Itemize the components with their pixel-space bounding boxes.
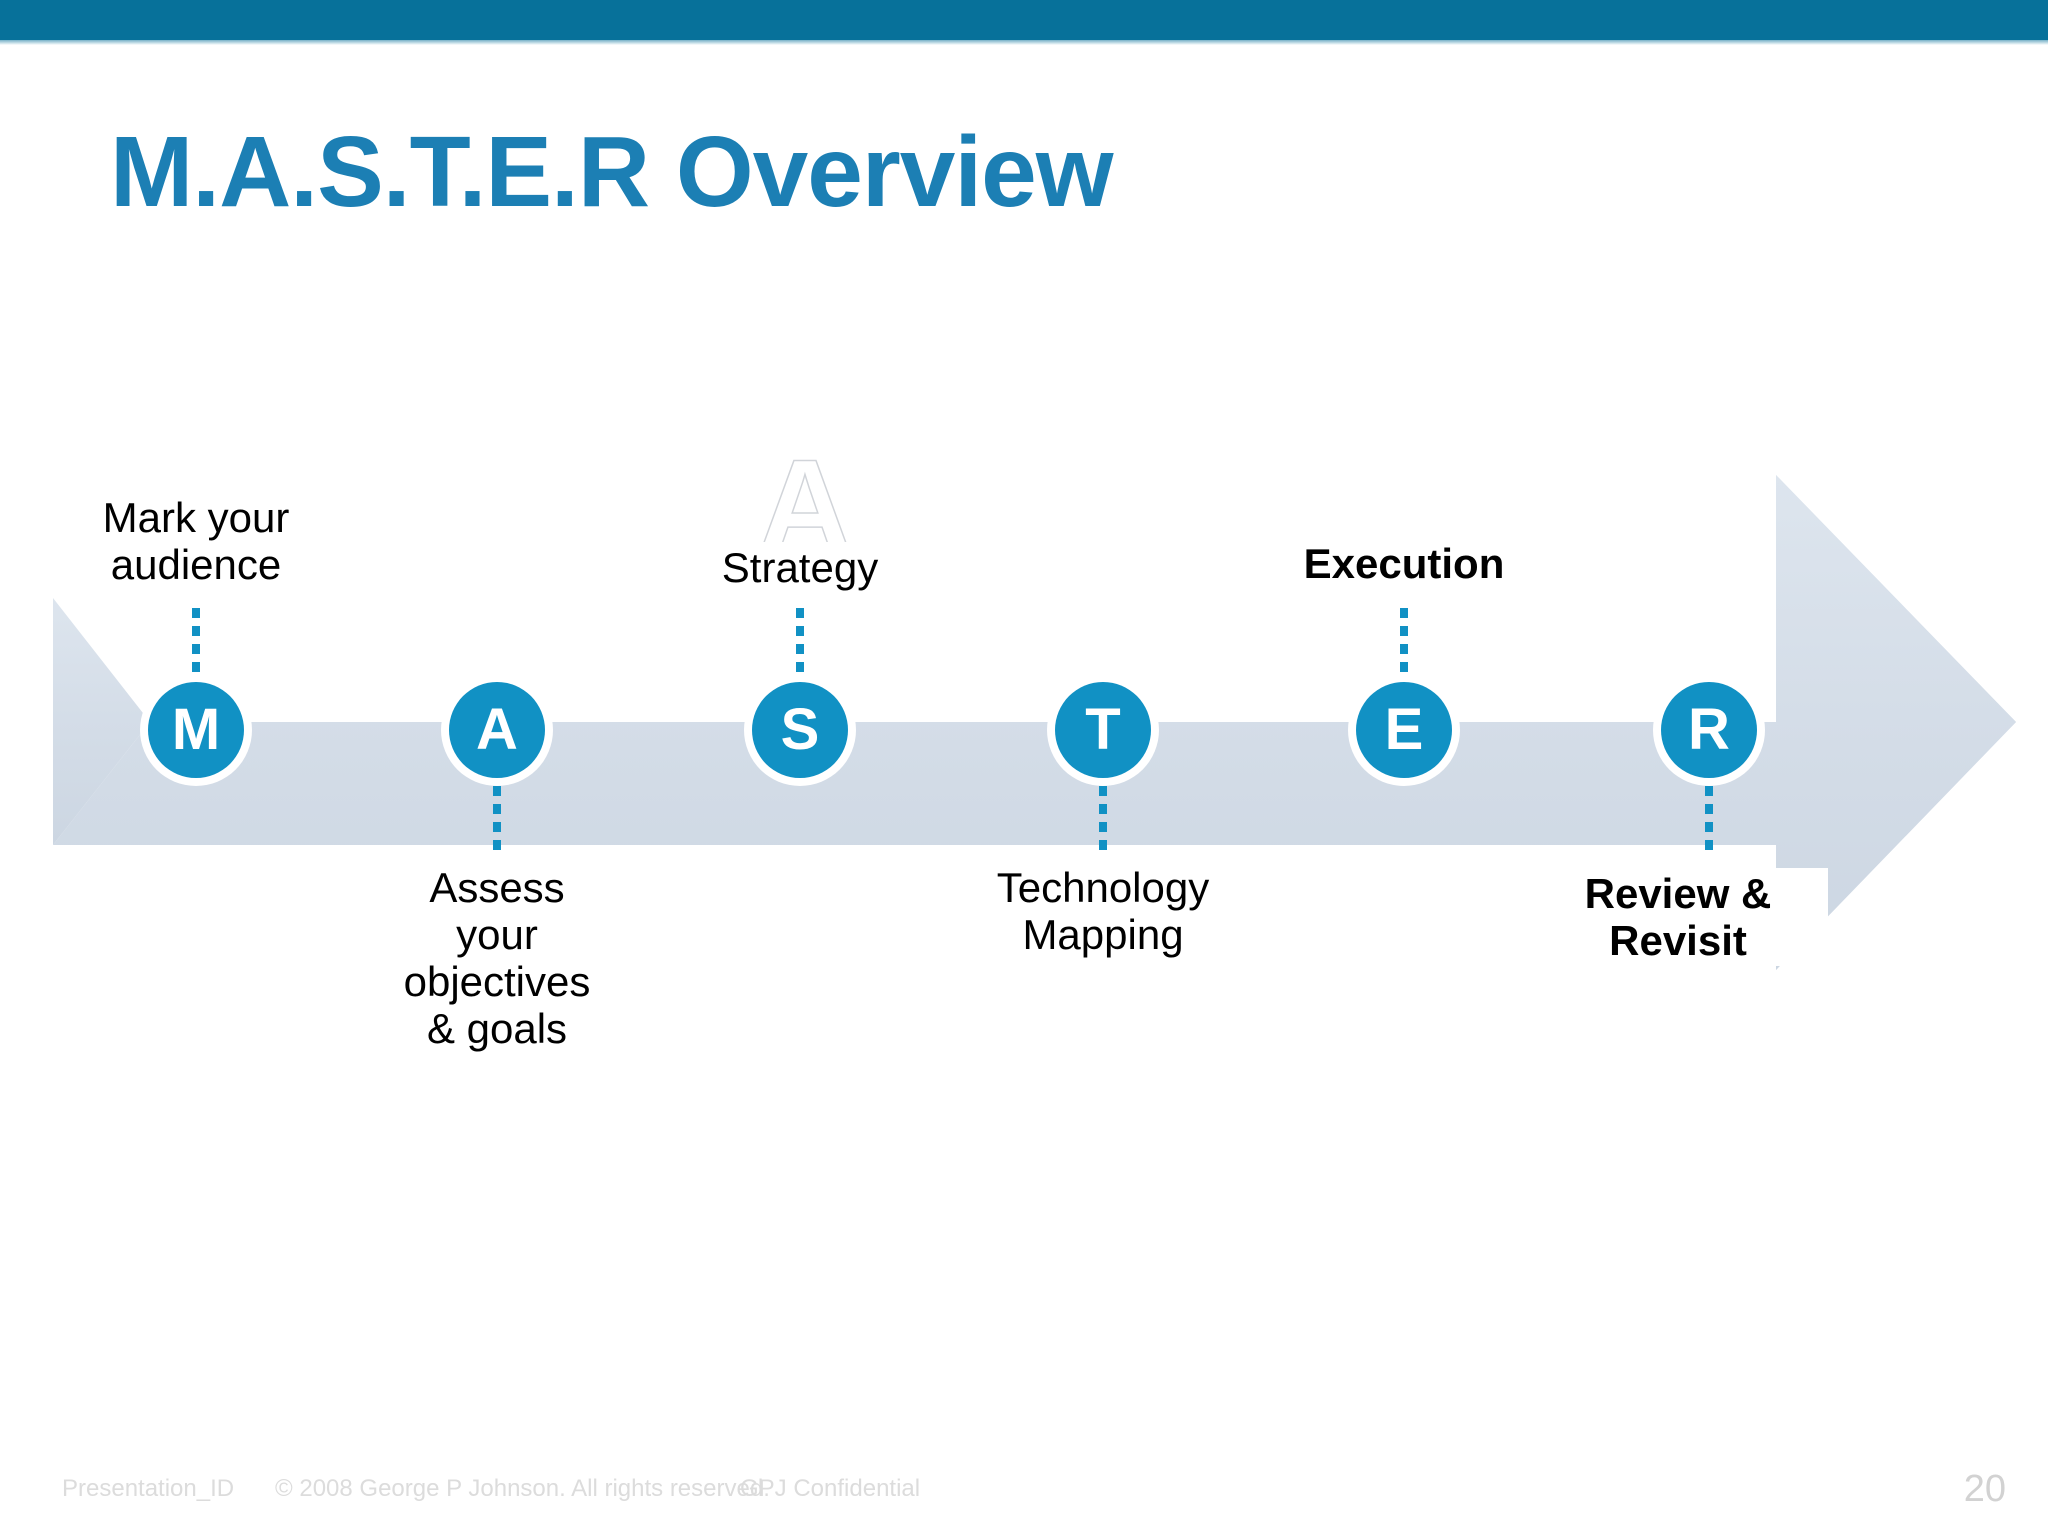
page-number: 20 <box>1963 1468 2006 1510</box>
step-label-m-line-1: Mark your <box>102 494 290 541</box>
step-label-a-line-3: objectives <box>403 958 591 1006</box>
page-title: M.A.S.T.E.R Overview <box>110 116 1114 228</box>
step-label-e: Execution <box>1244 538 1564 590</box>
footer-copyright: © 2008 George P Johnson. All rights rese… <box>275 1475 770 1502</box>
step-label-r-line-2: Revisit <box>1609 917 1747 965</box>
step-label-t: Technology Mapping <box>938 862 1268 961</box>
step-label-a: Assess your objectives & goals <box>337 862 657 1055</box>
step-circle-a[interactable]: A <box>449 682 545 778</box>
connector-line-t <box>1099 786 1107 858</box>
step-circle-r[interactable]: R <box>1661 682 1757 778</box>
arrow-shape-svg <box>53 475 2016 970</box>
connector-line-a <box>493 786 501 858</box>
step-label-m: Mark your audience <box>46 492 346 591</box>
slide-footer: Presentation_ID © 2008 George P Johnson.… <box>0 1468 2048 1514</box>
step-circle-e[interactable]: E <box>1356 682 1452 778</box>
step-label-a-line-4: & goals <box>426 1005 568 1053</box>
connector-line-r <box>1705 786 1713 858</box>
step-label-t-line-2: Mapping <box>1022 911 1184 959</box>
step-circle-s[interactable]: S <box>752 682 848 778</box>
arrow-head-polygon <box>1776 475 2016 970</box>
step-label-a-line-1: Assess <box>429 864 565 911</box>
step-circle-t[interactable]: T <box>1055 682 1151 778</box>
process-arrow-graphic <box>0 430 2048 1030</box>
connector-line-s <box>796 608 804 678</box>
step-circle-m[interactable]: M <box>148 682 244 778</box>
step-label-a-line-2: your <box>456 911 538 959</box>
step-label-m-line-2: audience <box>110 541 282 589</box>
footer-presentation-id: Presentation_ID <box>62 1475 235 1502</box>
arrow-body-polygon <box>53 475 2016 970</box>
top-accent-band <box>0 0 2048 40</box>
arrow-tail-notch-polygon <box>53 598 150 845</box>
step-label-s: Strategy <box>640 542 960 594</box>
step-label-s-line-1: Strategy <box>721 544 879 591</box>
step-label-t-line-1: Technology <box>996 864 1210 911</box>
step-label-e-line-1: Execution <box>1303 540 1505 587</box>
top-accent-band-shadow <box>0 40 2048 45</box>
connector-line-m <box>192 608 200 678</box>
footer-confidential: GPJ Confidential <box>740 1475 921 1502</box>
step-label-r: Review & Revisit <box>1528 868 1828 967</box>
connector-line-e <box>1400 608 1408 678</box>
step-label-r-line-1: Review & <box>1584 870 1772 917</box>
